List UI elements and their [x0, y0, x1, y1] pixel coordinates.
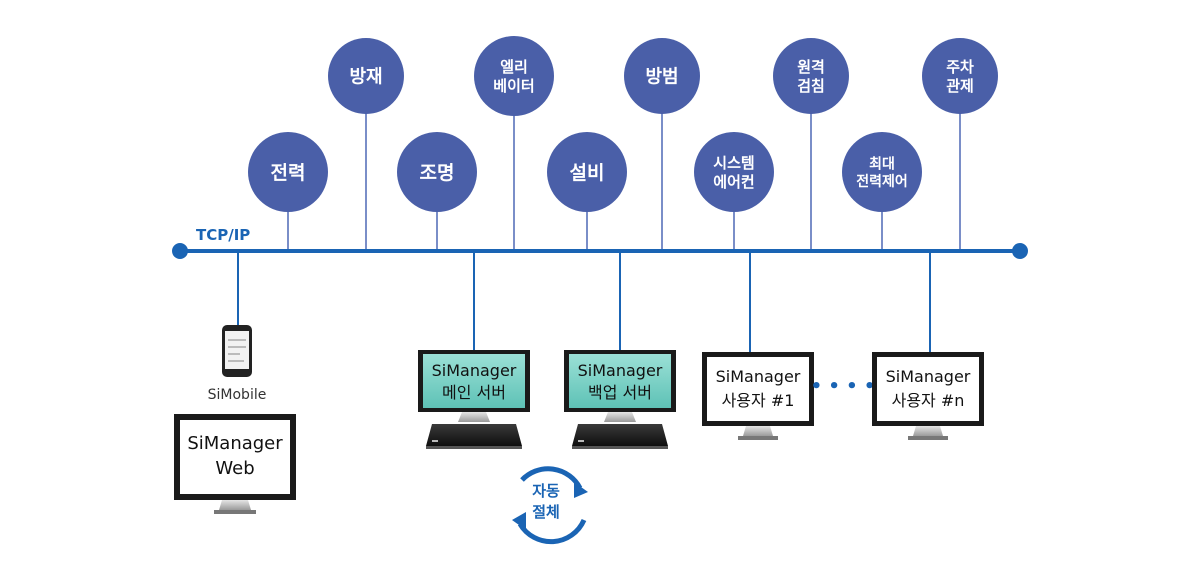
cycle-arrow-icon — [520, 466, 583, 490]
node-power: 전력 — [248, 132, 328, 212]
main-server: SiManager 메인 서버 — [418, 350, 530, 449]
node-label: 방범 — [645, 66, 678, 87]
bus-left-endpoint — [172, 243, 188, 259]
node-label: 검침 — [797, 77, 825, 95]
node-circle — [694, 132, 774, 212]
main-server-line1: SiManager — [432, 361, 517, 380]
failover-line2: 절체 — [532, 503, 560, 521]
failover-line1: 자동 — [532, 482, 560, 500]
simobile-device: SiMobile — [208, 325, 267, 403]
server-box-icon — [426, 424, 522, 446]
backup-server-line1: SiManager — [578, 361, 663, 380]
node-label: 전력 — [271, 162, 306, 184]
node-label: 조명 — [420, 162, 455, 184]
node-label: 관제 — [946, 77, 974, 95]
node-label: 원격 — [797, 58, 825, 76]
node-security: 방범 — [624, 38, 700, 114]
node-circle — [842, 132, 922, 212]
bus-right-endpoint — [1012, 243, 1028, 259]
node-label: 베이터 — [493, 77, 534, 95]
node-circle — [474, 36, 554, 116]
node-circle — [248, 132, 328, 212]
auto-failover-cycle: 자동 절체 — [512, 466, 588, 545]
node-label: 최대 — [869, 156, 895, 172]
node-label: 에어컨 — [713, 173, 754, 191]
usern-line2: 사용자 #n — [892, 391, 965, 410]
more-users-ellipsis: • • • • — [811, 376, 876, 397]
node-label: 전력제어 — [856, 173, 908, 190]
usern-monitor: SiManager 사용자 #n — [872, 352, 984, 440]
node-circle — [624, 38, 700, 114]
node-circle — [397, 132, 477, 212]
node-label: 주차 — [946, 58, 974, 76]
user1-line1: SiManager — [716, 367, 801, 386]
user1-line2: 사용자 #1 — [722, 391, 795, 410]
backup-server: SiManager 백업 서버 — [564, 350, 676, 449]
user1-monitor: SiManager 사용자 #1 — [702, 352, 814, 440]
backup-server-line2: 백업 서버 — [588, 383, 652, 402]
node-circle — [328, 38, 404, 114]
server-box-icon — [572, 424, 668, 446]
usern-line1: SiManager — [886, 367, 971, 386]
simobile-label: SiMobile — [208, 387, 267, 403]
protocol-label: TCP/IP — [196, 226, 250, 244]
simanager-web-monitor: SiManager Web — [174, 414, 296, 514]
node-fire: 방재 — [328, 38, 404, 114]
node-label: 방재 — [349, 66, 382, 87]
device-connectors — [237, 251, 931, 352]
web-label-line2: Web — [215, 458, 254, 479]
node-lighting: 조명 — [397, 132, 477, 212]
node-label: 엘리 — [500, 58, 528, 76]
node-circle — [547, 132, 627, 212]
node-label: 시스템 — [713, 154, 754, 172]
main-server-line2: 메인 서버 — [442, 383, 506, 402]
node-label: 설비 — [570, 162, 605, 184]
cycle-arrow-icon — [517, 518, 587, 545]
node-facility: 설비 — [547, 132, 627, 212]
node-circle — [922, 38, 998, 114]
node-circle — [773, 38, 849, 114]
web-label-line1: SiManager — [187, 433, 283, 454]
